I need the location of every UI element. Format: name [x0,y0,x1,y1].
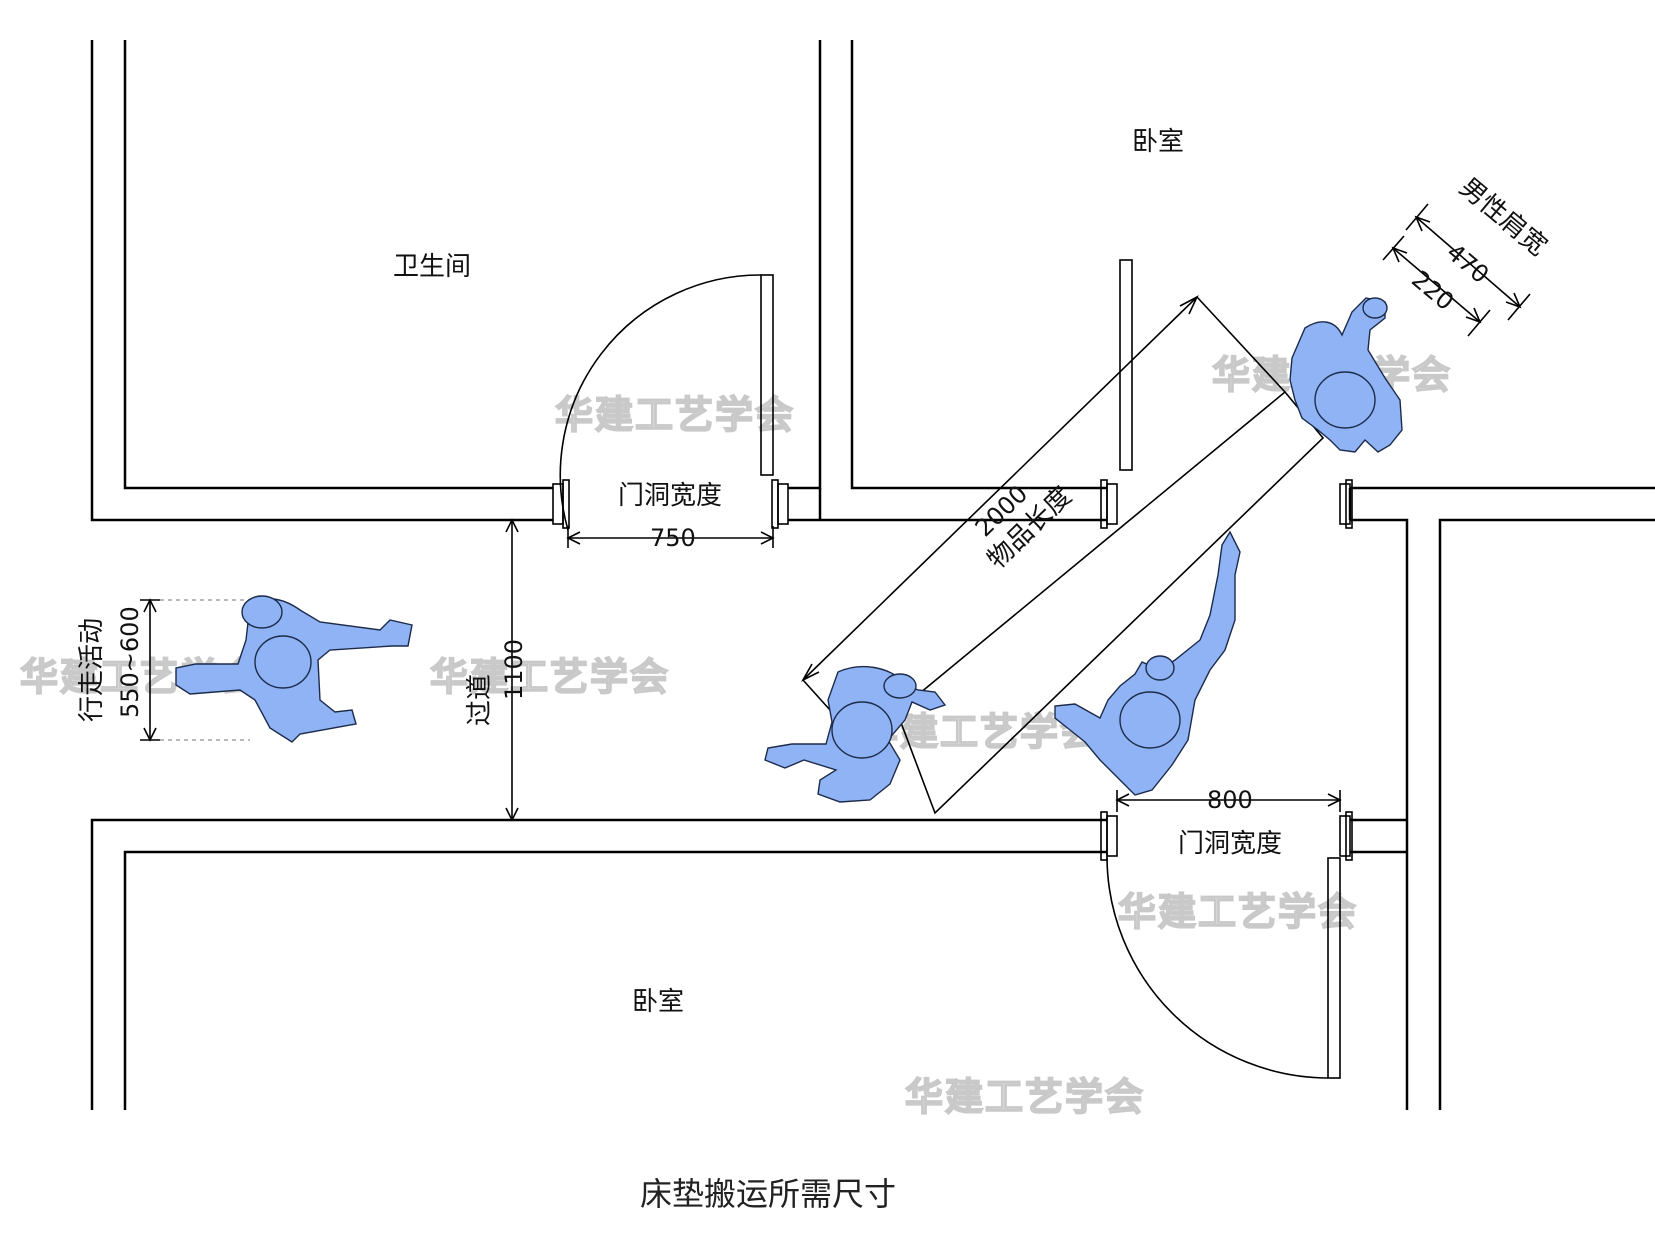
dimension-door2: 800 [1115,786,1342,814]
person-walking [175,595,413,743]
dimension-shoulder: 470 220 男性肩宽 [1382,172,1552,337]
door1-leaf [760,274,774,476]
wall-right-partition-b [1438,518,1655,1110]
wall-bedroom-bottom-inner [123,850,1107,1110]
door2-leaf [1327,857,1341,1079]
walk-width-value: 550~600 [116,606,144,718]
wall-corridor-bottom [90,818,1107,1110]
dimension-walk: 550~600 行走活动 [77,598,250,742]
body-depth-value: 220 [1406,265,1459,316]
door1-swing-arc [559,274,762,531]
dimension-corridor: 1100 过道 [465,518,528,822]
room-bedroom-bottom: 卧室 [632,987,684,1017]
door2-swing-arc [1106,857,1329,1079]
watermarks: 华建工艺学会 华建工艺学会 华建工艺学会 华建工艺学会 华建工艺学会 华建工艺学… [19,352,1451,1120]
wall-bathroom-outer [90,40,553,522]
watermark: 华建工艺学会 [430,655,670,699]
door2-width-value: 800 [1207,786,1253,814]
person-carrying-right [1289,297,1403,453]
door-top-right-leaf [1119,259,1133,471]
door2-width-label: 门洞宽度 [1178,829,1282,859]
room-bedroom-top: 卧室 [1132,127,1184,157]
door1-width-label: 门洞宽度 [618,481,722,511]
watermark: 华建工艺学会 [555,393,795,437]
wall-bedroom-top-left [850,40,1107,490]
watermark: 华建工艺学会 [1118,890,1358,934]
corridor-width-value: 1100 [500,639,528,700]
dimension-door1: 750 [566,524,775,552]
walk-label: 行走活动 [77,618,107,722]
wall-bathroom-inner [123,40,553,490]
room-bathroom: 卫生间 [393,252,471,282]
walls [90,40,1655,1110]
figure-caption: 床垫搬运所需尺寸 [640,1175,896,1213]
watermark: 华建工艺学会 [905,1075,1145,1119]
corridor-label: 过道 [465,674,495,726]
person-carrying-left [764,665,947,803]
door1-width-value: 750 [650,524,696,552]
person-carrying-bottom [1054,530,1241,796]
wall-right-partition-a [1350,518,1409,1110]
